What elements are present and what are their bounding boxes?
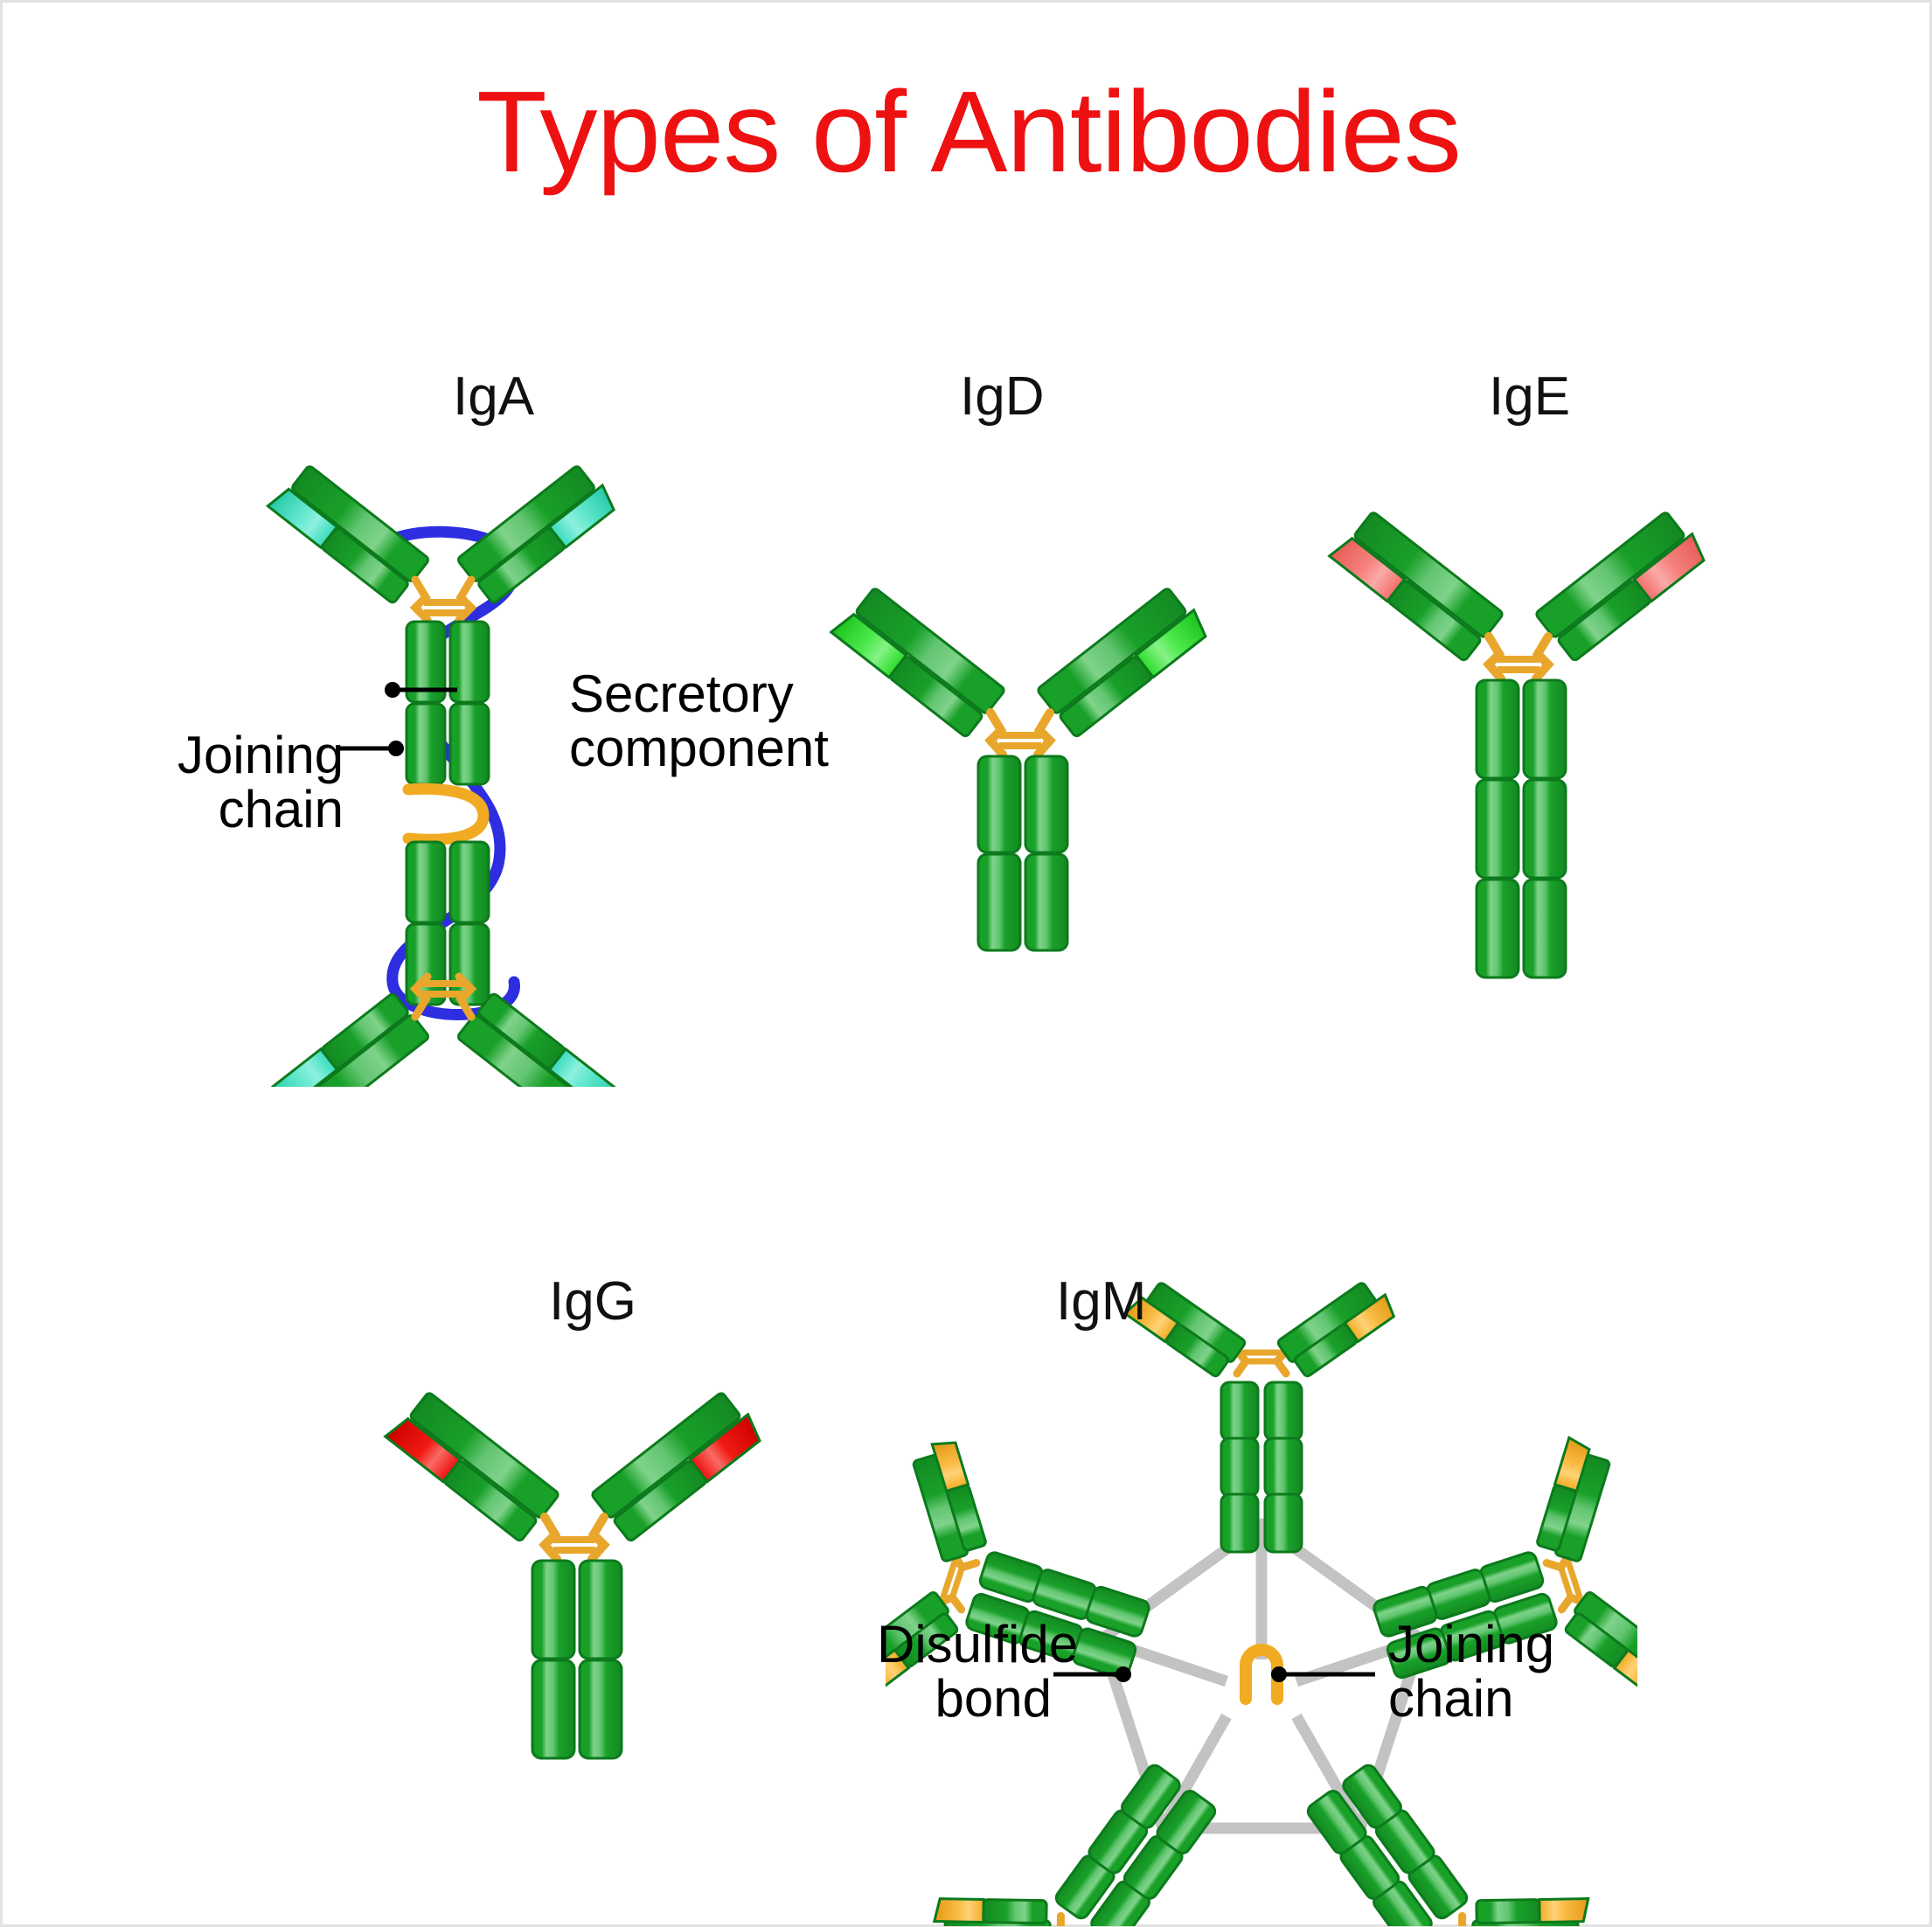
callout-igm-disulfide-bond: Disulfide bond — [877, 1615, 1079, 1729]
igg-svg — [383, 1392, 761, 1760]
igm-subunit-upper-left — [886, 1441, 1150, 1700]
igm-svg — [886, 1282, 1637, 1926]
heading-igd: IgD — [960, 366, 1045, 427]
page-title: Types of Antibodies — [476, 67, 1462, 196]
figure-ige — [1323, 479, 1707, 1056]
igm-subunit-lower-left — [932, 1764, 1217, 1926]
figure-igd — [824, 545, 1209, 1017]
ige-fc-stack — [1475, 678, 1567, 979]
callout-iga-joining-chain: Joining chain — [177, 726, 344, 839]
igd-fc-stack — [976, 755, 1069, 952]
iga-svg — [265, 465, 622, 1087]
igd-arms — [829, 588, 1207, 759]
igm-subunit-upper-right — [1373, 1436, 1637, 1696]
ige-arms — [1327, 511, 1706, 683]
callout-igm-joining-chain: Joining chain — [1388, 1615, 1555, 1729]
igm-joining-chain-glyph — [1240, 1644, 1283, 1705]
iga-top-fc — [405, 620, 490, 786]
igg-fc-stack — [531, 1559, 623, 1760]
iga-leader-lines — [340, 682, 457, 756]
heading-igg: IgG — [549, 1271, 636, 1332]
heading-igm: IgM — [1056, 1271, 1147, 1332]
iga-top-arms — [265, 465, 615, 624]
figure-igg — [379, 1349, 781, 1839]
heading-ige: IgE — [1489, 366, 1571, 427]
iga-joining-chain-glyph — [402, 783, 490, 845]
igg-arms — [383, 1392, 761, 1563]
heading-iga: IgA — [453, 366, 535, 427]
iga-bottom-arms — [271, 972, 622, 1087]
callout-iga-secretory-component: Secretory component — [569, 664, 829, 778]
igm-leader-lines — [1053, 1666, 1375, 1682]
igm-subunit-top — [1122, 1282, 1396, 1554]
igm-subunit-lower-right — [1306, 1764, 1590, 1926]
figure-igm — [886, 1262, 1637, 1926]
figure-iga — [221, 422, 676, 1087]
igd-svg — [829, 588, 1207, 952]
ige-svg — [1327, 511, 1706, 979]
